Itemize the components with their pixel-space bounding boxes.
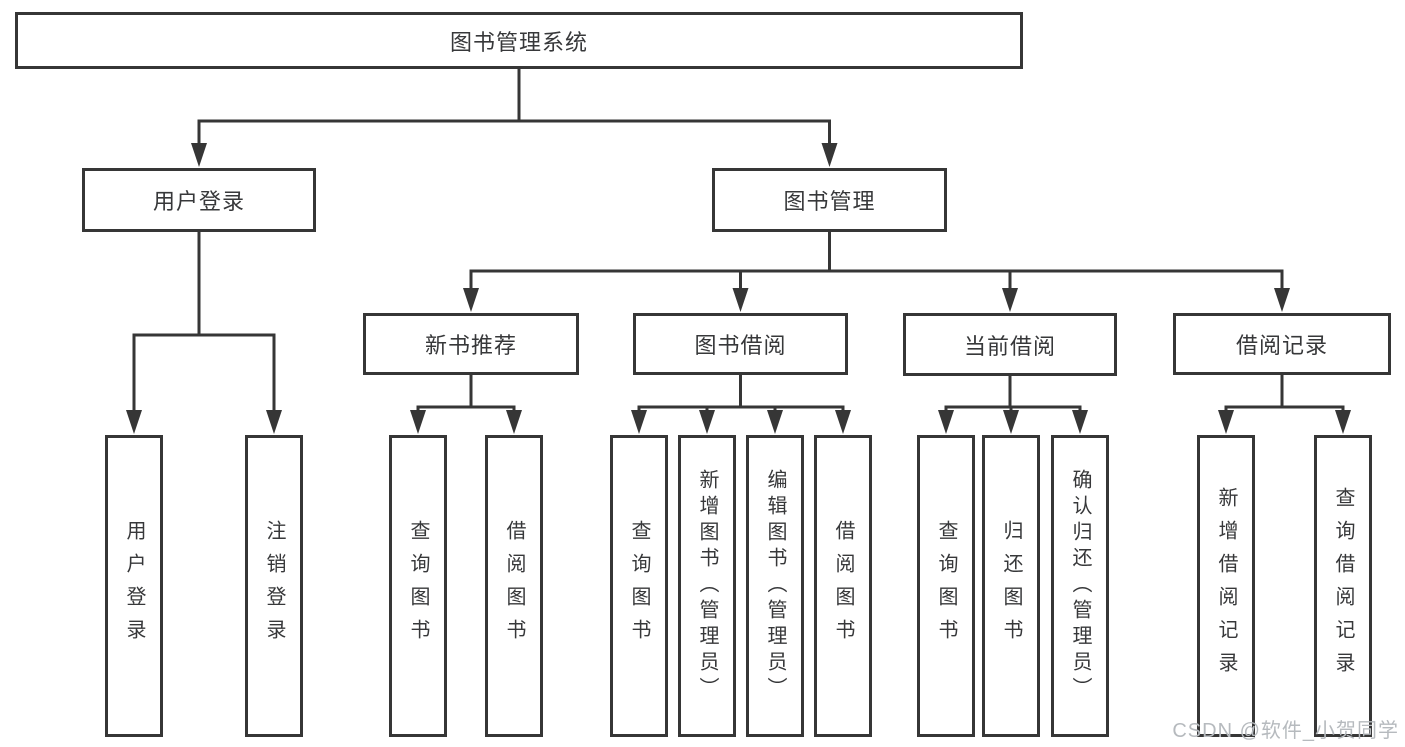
leaf-add-borrow-record: 新增借阅记录: [1197, 435, 1255, 737]
leaf-return-book: 归还图书: [982, 435, 1040, 737]
node-current-borrow-label: 当前借阅: [963, 333, 1056, 359]
node-book-borrow: 图书借阅: [633, 313, 848, 375]
leaf-add-book: 新增图书（管理员）: [678, 435, 736, 737]
node-borrow-record: 借阅记录: [1173, 313, 1391, 375]
connector-book-borrow-branch: [631, 375, 851, 434]
leaf-query-book-1-label: 查询图书: [407, 520, 429, 652]
leaf-query-borrow-record: 查询借阅记录: [1314, 435, 1372, 737]
leaf-edit-book: 编辑图书（管理员）: [746, 435, 804, 737]
leaf-confirm-return-label: 确认归还（管理员）: [1069, 469, 1091, 703]
connector-new-book-rec-branch: [410, 375, 522, 434]
leaf-borrow-book-2: 借阅图书: [814, 435, 872, 737]
leaf-logout-label: 注销登录: [263, 520, 285, 652]
leaf-logout: 注销登录: [245, 435, 303, 737]
connector-book-mgmt-branch: [463, 232, 1290, 312]
leaf-return-book-label: 归还图书: [1000, 520, 1022, 652]
leaf-borrow-book-1: 借阅图书: [485, 435, 543, 737]
leaf-borrow-book-1-label: 借阅图书: [503, 520, 525, 652]
connector-root-branch: [191, 69, 838, 167]
leaf-query-book-2: 查询图书: [610, 435, 668, 737]
node-new-book-rec: 新书推荐: [363, 313, 579, 375]
connector-user-login-branch: [126, 232, 282, 434]
watermark: CSDN @软件_小贺同学: [1172, 720, 1399, 742]
connector-borrow-record-branch: [1218, 375, 1351, 434]
leaf-query-book-1: 查询图书: [389, 435, 447, 737]
node-user-login: 用户登录: [82, 168, 316, 232]
leaf-user-login: 用户登录: [105, 435, 163, 737]
leaf-query-book-3-label: 查询图书: [935, 520, 957, 652]
leaf-add-borrow-record-label: 新增借阅记录: [1215, 487, 1237, 685]
node-borrow-record-label: 借阅记录: [1235, 333, 1328, 358]
node-book-mgmt-label: 图书管理: [783, 189, 876, 214]
leaf-edit-book-label: 编辑图书（管理员）: [764, 469, 786, 703]
node-book-mgmt: 图书管理: [712, 168, 947, 232]
node-book-borrow-label: 图书借阅: [694, 333, 787, 358]
leaf-query-book-3: 查询图书: [917, 435, 975, 737]
node-user-login-label: 用户登录: [152, 189, 245, 214]
connector-current-borrow-branch: [938, 376, 1088, 434]
leaf-borrow-book-2-label: 借阅图书: [832, 520, 854, 652]
node-new-book-rec-label: 新书推荐: [424, 333, 517, 358]
node-root-label: 图书管理系统: [449, 29, 588, 55]
leaf-confirm-return: 确认归还（管理员）: [1051, 435, 1109, 737]
node-current-borrow: 当前借阅: [903, 313, 1117, 376]
leaf-query-borrow-record-label: 查询借阅记录: [1332, 487, 1354, 685]
node-root: 图书管理系统: [15, 12, 1023, 69]
leaf-add-book-label: 新增图书（管理员）: [696, 469, 718, 703]
leaf-user-login-label: 用户登录: [123, 520, 145, 652]
leaf-query-book-2-label: 查询图书: [628, 520, 650, 652]
